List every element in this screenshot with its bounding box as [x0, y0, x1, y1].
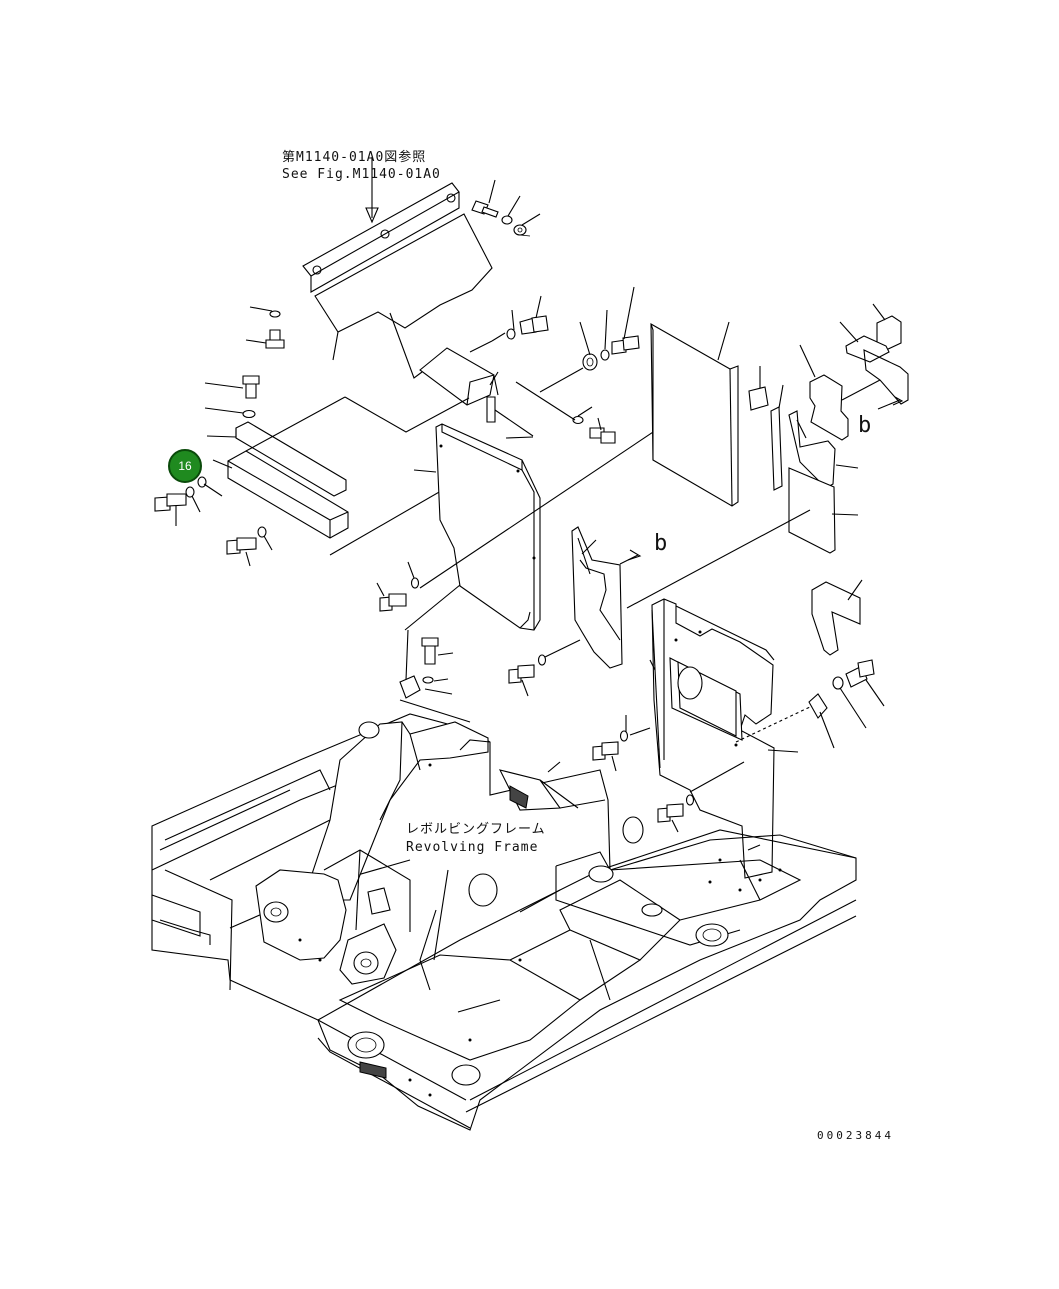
t-pad [811, 579, 863, 656]
right-brackets [799, 303, 909, 441]
arrow-label-b-lower: b [654, 531, 669, 556]
bolt-group-top [471, 179, 541, 237]
reference-note-jp: 第M1140-01A0図参照 [282, 150, 427, 165]
revolving-frame [151, 699, 857, 1131]
left-plate-assembly [212, 396, 470, 556]
bolt-group-lower [508, 639, 709, 833]
bolt-group-callout [154, 476, 273, 567]
hinge-parts [735, 659, 885, 749]
center-plate-b [571, 526, 642, 669]
rear-panel-assembly [649, 598, 799, 879]
part-callout-16[interactable]: 16 [168, 449, 202, 483]
center-side-plate [404, 403, 696, 631]
small-pads-right [626, 366, 859, 609]
frame-label-jp: レボルビングフレーム [406, 822, 546, 837]
bolt-group-left [204, 306, 285, 438]
bolt-group-mid [469, 286, 640, 444]
reference-note-en: See Fig.M1140-01A0 [282, 167, 441, 182]
document-number: 00023844 [817, 1129, 894, 1142]
bolt-group-center [376, 561, 454, 699]
arrow-label-b-upper: b [858, 413, 873, 438]
mount-bracket [389, 312, 534, 437]
insulation-pad-large [650, 321, 739, 507]
top-cover-part [302, 157, 493, 361]
frame-label-en: Revolving Frame [406, 840, 539, 855]
